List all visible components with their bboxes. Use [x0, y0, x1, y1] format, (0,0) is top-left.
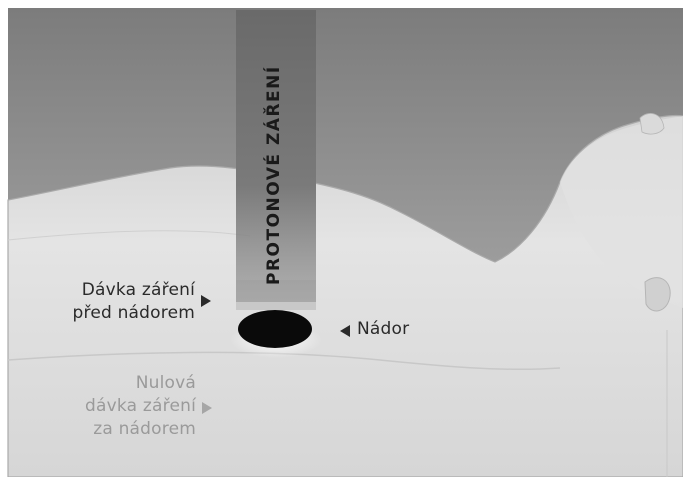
zero-dose-arrow	[202, 402, 212, 414]
tumor-label: Nádor	[357, 318, 409, 341]
ear	[645, 278, 670, 311]
tumor-arrow	[340, 325, 350, 337]
zero-dose-line-2: dávka záření	[20, 395, 196, 418]
dose-before-label: Dávka záření před nádorem	[40, 279, 195, 325]
dose-before-arrow	[201, 295, 211, 307]
zero-dose-label: Nulová dávka záření za nádorem	[20, 372, 196, 441]
zero-dose-line-3: za nádorem	[20, 418, 196, 441]
zero-dose-line-1: Nulová	[20, 372, 196, 395]
tumor	[238, 310, 312, 348]
dose-before-line-1: Dávka záření	[40, 279, 195, 302]
dose-before-line-2: před nádorem	[40, 302, 195, 325]
beam-label: PROTONOVÉ ZÁŘENÍ	[264, 65, 284, 285]
